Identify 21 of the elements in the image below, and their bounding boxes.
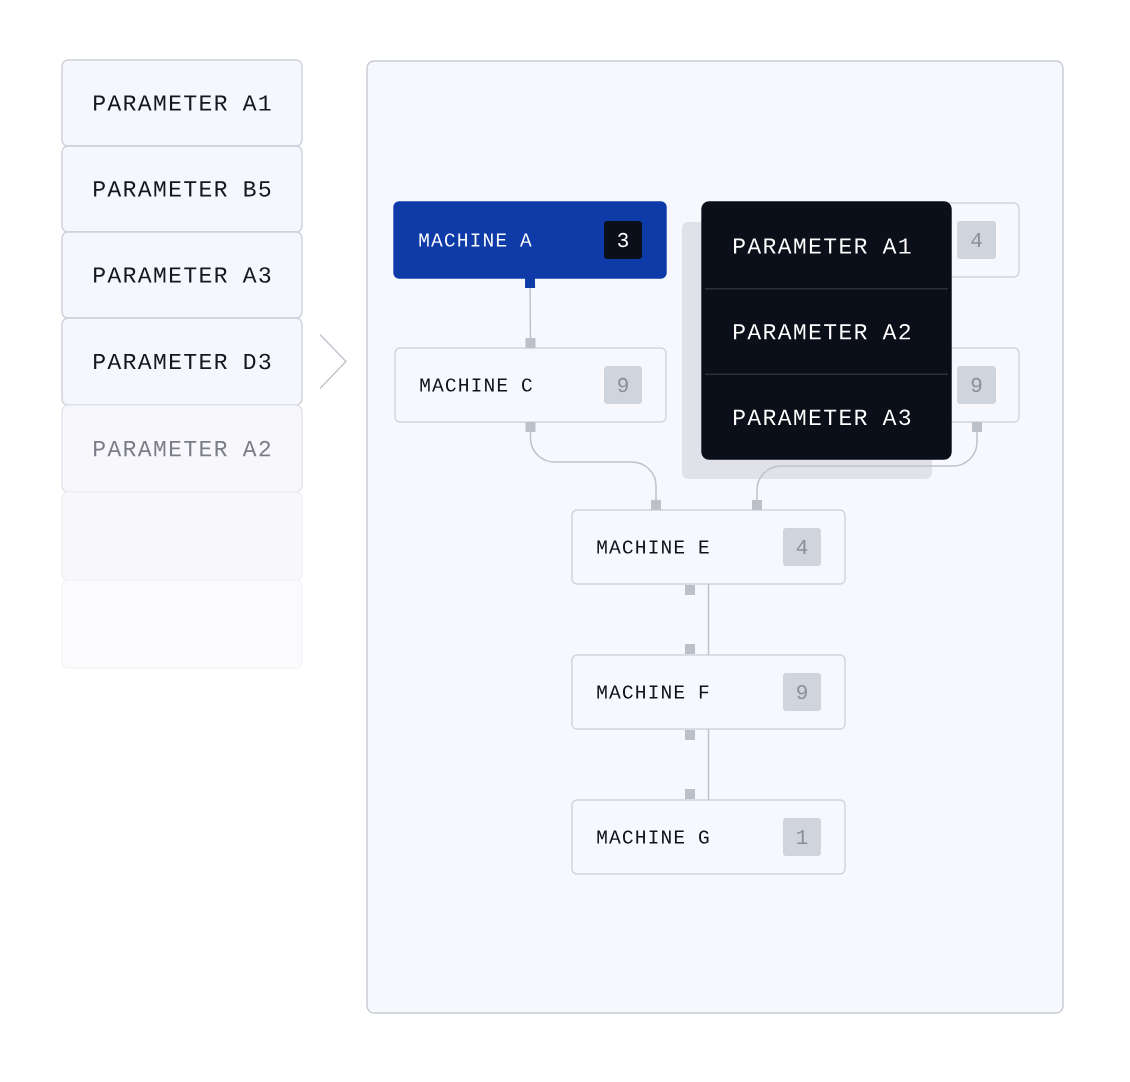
list-item: PARAMETER A2 xyxy=(61,404,303,493)
connector-line xyxy=(525,277,536,349)
list-item xyxy=(61,491,303,581)
list-item: PARAMETER A3 xyxy=(61,231,303,319)
connector-line xyxy=(707,583,710,656)
list-item: PARAMETER B5 xyxy=(61,145,303,233)
connector-line xyxy=(752,422,982,510)
count-badge: 4 xyxy=(783,528,821,566)
list-item: PARAMETER A1 xyxy=(61,59,303,147)
menu-item: PARAMETER A3 xyxy=(734,409,911,426)
count-badge: 9 xyxy=(957,366,996,404)
menu-item: PARAMETER A1 xyxy=(734,238,911,254)
connector-line xyxy=(707,728,710,801)
count-badge: 9 xyxy=(604,366,642,404)
list-item: PARAMETER D3 xyxy=(61,317,303,406)
menu-item: PARAMETER A2 xyxy=(734,324,910,340)
count-badge: 9 xyxy=(783,673,821,711)
count-badge: 4 xyxy=(957,221,996,259)
connector-line xyxy=(525,422,661,510)
count-badge: 3 xyxy=(604,221,642,259)
count-badge: 1 xyxy=(783,818,821,856)
